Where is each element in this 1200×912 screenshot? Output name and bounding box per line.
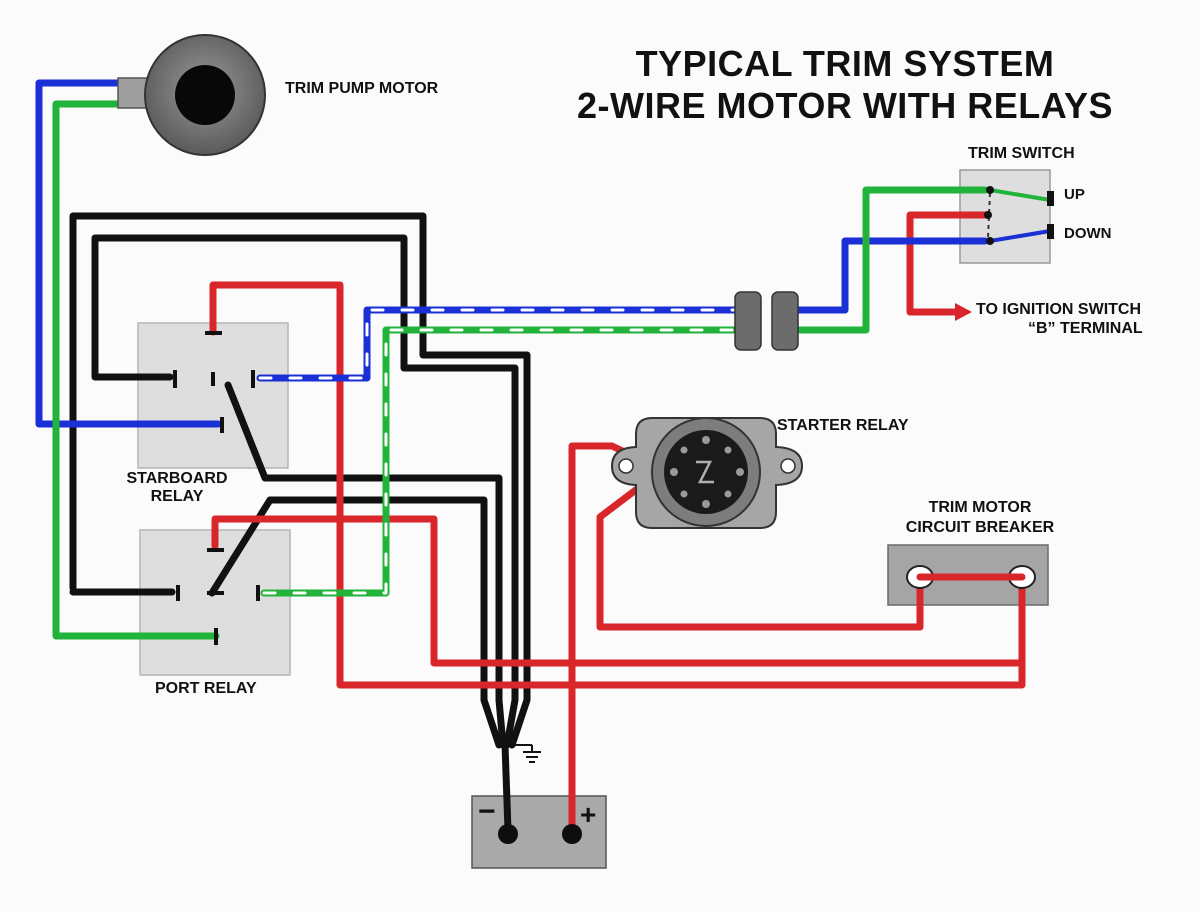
green-wires (52, 100, 989, 640)
battery-negative-label: − (478, 795, 496, 828)
starter-relay-terminal (724, 490, 732, 498)
black-wire-outer (69, 212, 531, 749)
switch-down-contact (1047, 224, 1054, 239)
green-wire-switch (776, 186, 989, 334)
red-wire-ignition (906, 211, 991, 316)
switch-down-label: DOWN (1064, 225, 1112, 242)
starter-relay-terminal (736, 468, 744, 476)
battery-positive-terminal (562, 824, 582, 844)
starboard-relay-label-line1: STARBOARD (126, 470, 228, 487)
starboard-relay-terminals (173, 331, 255, 433)
blue-wire-motor (35, 79, 222, 428)
battery-positive-label: + (580, 799, 597, 830)
blue-wire-switch (776, 237, 989, 314)
ignition-arrow-icon (955, 303, 972, 321)
port-relay-label: PORT RELAY (155, 680, 257, 697)
starter-relay (610, 417, 804, 529)
blue-white-wire-stripes (258, 308, 742, 380)
switch-pivot-down (986, 237, 994, 245)
ignition-label-line1: TO IGNITION SWITCH (976, 301, 1142, 318)
ground-icon (513, 744, 541, 763)
connector-plug-left (734, 291, 762, 351)
ignition-label-line2: “B” TERMINAL (1028, 320, 1143, 337)
starter-relay-label: STARTER RELAY (777, 417, 909, 434)
switch-up-label: UP (1064, 186, 1085, 203)
blue-wires (35, 79, 989, 428)
starter-relay-left-hole (618, 458, 634, 474)
switch-up-lever (989, 188, 1051, 202)
switch-up-contact (1047, 191, 1054, 206)
starter-relay-symbol (696, 460, 714, 484)
green-wire-motor (52, 100, 220, 640)
red-wire-starter-to-breaker (596, 466, 924, 631)
starter-relay-terminal (680, 490, 688, 498)
black-wire-port-arm (208, 496, 503, 749)
switch-down-lever (989, 229, 1051, 243)
breaker-label-line1: TRIM MOTOR (928, 499, 1032, 516)
black-wires (69, 212, 531, 834)
battery-terminals (498, 824, 582, 844)
black-wire-starboard-left (91, 234, 519, 749)
starboard-relay-label-line2: RELAY (150, 488, 204, 505)
black-wire-starboard-arm (224, 381, 507, 749)
circuit-breaker-terminals (906, 565, 1036, 589)
starter-relay-terminal (702, 500, 710, 508)
diagram-title-line2: 2-WIRE MOTOR WITH RELAYS (576, 85, 1114, 126)
trim-pump-motor (117, 34, 266, 156)
switch-pivot-up (986, 186, 994, 194)
wire-connectors (734, 291, 799, 351)
battery-body (471, 795, 607, 869)
starboard-relay-body (137, 322, 289, 469)
starter-relay-terminal (724, 446, 732, 454)
battery-negative-terminal (498, 824, 518, 844)
starter-relay-terminal (702, 436, 710, 444)
trim-switch-label: TRIM SWITCH (968, 145, 1075, 162)
starter-relay-terminal (670, 468, 678, 476)
starter-relay-terminal (680, 446, 688, 454)
red-wire-port-top (211, 515, 1026, 667)
trim-switch-contacts (984, 186, 1054, 245)
green-white-wire-stripes (262, 328, 742, 595)
starter-relay-right-hole (780, 458, 796, 474)
port-relay-body (139, 529, 291, 676)
black-wire-to-battery (501, 741, 512, 834)
connector-plug-right (771, 291, 799, 351)
trim-pump-motor-label: TRIM PUMP MOTOR (285, 80, 439, 97)
diagram-title-line1: TYPICAL TRIM SYSTEM (635, 43, 1055, 84)
red-wire-starboard-top (209, 281, 1026, 689)
switch-pivot-middle (984, 211, 992, 219)
motor-center (175, 65, 235, 125)
port-relay-terminals (176, 548, 260, 645)
breaker-label-line2: CIRCUIT BREAKER (905, 519, 1055, 536)
